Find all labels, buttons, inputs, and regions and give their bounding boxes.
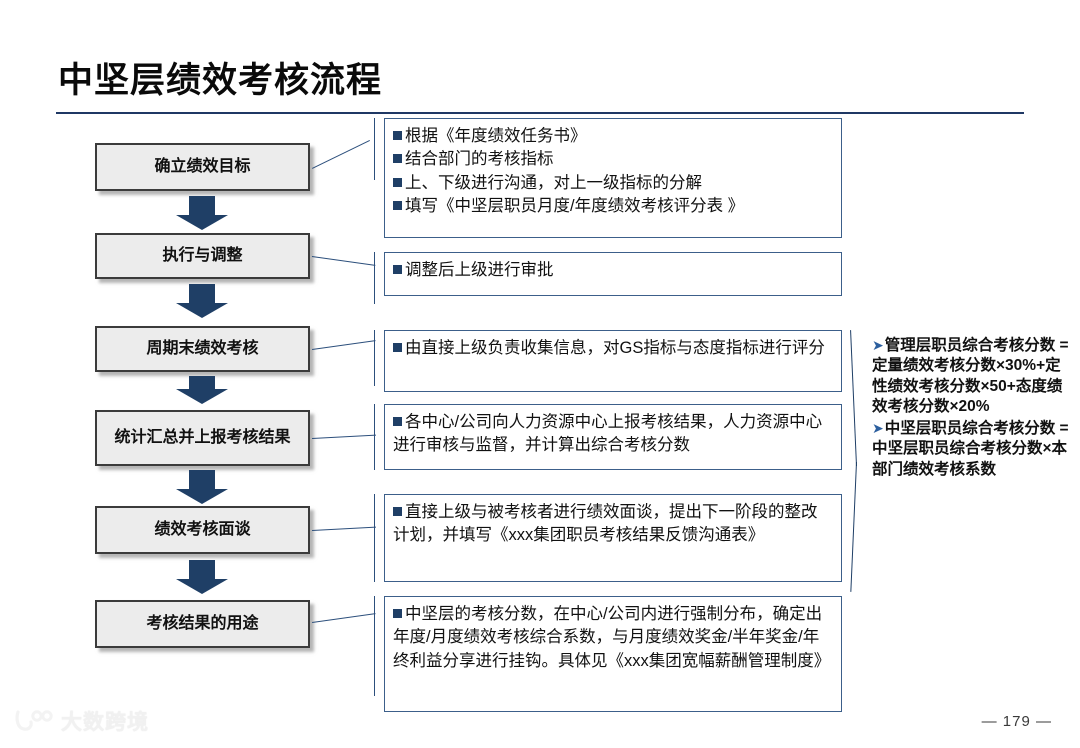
square-bullet-icon <box>393 201 402 211</box>
flow-step-label-6: 考核结果的用途 <box>146 615 259 632</box>
detail-line: 各中心/公司向人力资源中心上报考核结果，人力资源中心进行审核与监督，并计算出综合… <box>393 413 823 455</box>
connector-4 <box>312 434 376 439</box>
detail-panel-3: 由直接上级负责收集信息，对GS指标与态度指标进行评分 <box>384 330 842 392</box>
connector-5 <box>312 526 376 531</box>
detail-panel-4: 各中心/公司向人力资源中心上报考核结果，人力资源中心进行审核与监督，并计算出综合… <box>384 404 842 470</box>
watermark-text: 大数跨境 <box>61 711 149 734</box>
chevron-right-icon: ➤ <box>872 419 884 436</box>
flow-step-label-5: 绩效考核面谈 <box>154 521 251 538</box>
formula-block: ➤管理层职员综合考核分数 = 定量绩效考核分数×30%+定性绩效考核分数×50+… <box>872 336 1070 481</box>
brand-logo-icon <box>15 710 53 731</box>
square-bullet-icon <box>393 265 402 274</box>
watermark: 大数跨境 <box>14 706 149 736</box>
detail-panel-5: 直接上级与被考核者进行绩效面谈，提出下一阶段的整改计划，并填写《xxx集团职员考… <box>384 494 842 582</box>
square-bullet-icon <box>393 507 402 516</box>
chevron-right-icon: ➤ <box>872 337 884 353</box>
connector-3 <box>312 340 376 350</box>
detail-line: 调整后上级进行审批 <box>393 259 831 282</box>
detail-line: 根据《年度绩效任务书》 <box>393 125 831 148</box>
formula-brace-upper <box>850 330 857 467</box>
detail-line: 中坚层的考核分数，在中心/公司内进行强制分布，确定出年度/月度绩效考核综合系数，… <box>393 605 831 670</box>
formula-item-1: ➤管理层职员综合考核分数 = 定量绩效考核分数×30%+定性绩效考核分数×50+… <box>872 337 1069 416</box>
flow-step-label-1: 确立绩效目标 <box>154 158 251 175</box>
flow-step-box-1[interactable]: 确立绩效目标 <box>95 143 310 191</box>
flow-arrow-5 <box>176 560 228 594</box>
square-bullet-icon <box>393 343 402 352</box>
square-bullet-icon <box>393 177 402 187</box>
connector-brace-4 <box>374 404 375 470</box>
connector-brace-5 <box>374 494 375 582</box>
detail-panel-6: 中坚层的考核分数，在中心/公司内进行强制分布，确定出年度/月度绩效考核综合系数，… <box>384 596 842 712</box>
detail-line: 结合部门的考核指标 <box>393 148 831 171</box>
square-bullet-icon <box>393 609 402 618</box>
flow-step-label-2: 执行与调整 <box>162 247 243 264</box>
detail-line: 填写《中坚层职员月度/年度绩效考核评分表 》 <box>393 195 831 218</box>
detail-line: 上、下级进行沟通，对上一级指标的分解 <box>393 172 831 195</box>
formula-brace-lower <box>850 461 857 592</box>
detail-line: 直接上级与被考核者进行绩效面谈，提出下一阶段的整改计划，并填写《xxx集团职员考… <box>393 503 818 545</box>
page-title: 中坚层绩效考核流程 <box>58 61 383 100</box>
connector-1 <box>312 139 370 169</box>
flow-arrow-3 <box>176 376 228 404</box>
flow-arrow-1 <box>176 196 228 230</box>
flow-step-label-4: 统计汇总并上报考核结果 <box>114 429 291 446</box>
formula-item-2: ➤中坚层职员综合考核分数 = 中坚层职员综合考核分数×本部门绩效考核系数 <box>872 419 1069 478</box>
page-number: — 179 — <box>981 713 1052 730</box>
connector-6 <box>312 613 376 623</box>
flow-arrow-4 <box>176 470 228 504</box>
flow-step-box-4[interactable]: 统计汇总并上报考核结果 <box>95 410 310 466</box>
connector-brace-2 <box>374 252 375 304</box>
flow-step-box-2[interactable]: 执行与调整 <box>95 233 310 279</box>
detail-panel-2: 调整后上级进行审批 <box>384 252 842 296</box>
connector-brace-3 <box>374 330 375 386</box>
connector-2 <box>311 256 376 266</box>
square-bullet-icon <box>393 131 402 140</box>
detail-line: 由直接上级负责收集信息，对GS指标与态度指标进行评分 <box>393 337 831 360</box>
title-divider <box>56 112 1024 114</box>
flow-arrow-2 <box>176 284 228 318</box>
square-bullet-icon <box>393 154 402 164</box>
flow-step-box-5[interactable]: 绩效考核面谈 <box>95 506 310 554</box>
detail-panel-1: 根据《年度绩效任务书》 结合部门的考核指标 上、下级进行沟通，对上一级指标的分解… <box>384 118 842 238</box>
square-bullet-icon <box>393 417 402 426</box>
flow-step-label-3: 周期末绩效考核 <box>146 340 259 357</box>
flow-step-box-6[interactable]: 考核结果的用途 <box>95 600 310 648</box>
connector-brace-1 <box>374 118 375 180</box>
flow-step-box-3[interactable]: 周期末绩效考核 <box>95 326 310 372</box>
connector-brace-6 <box>374 596 375 696</box>
